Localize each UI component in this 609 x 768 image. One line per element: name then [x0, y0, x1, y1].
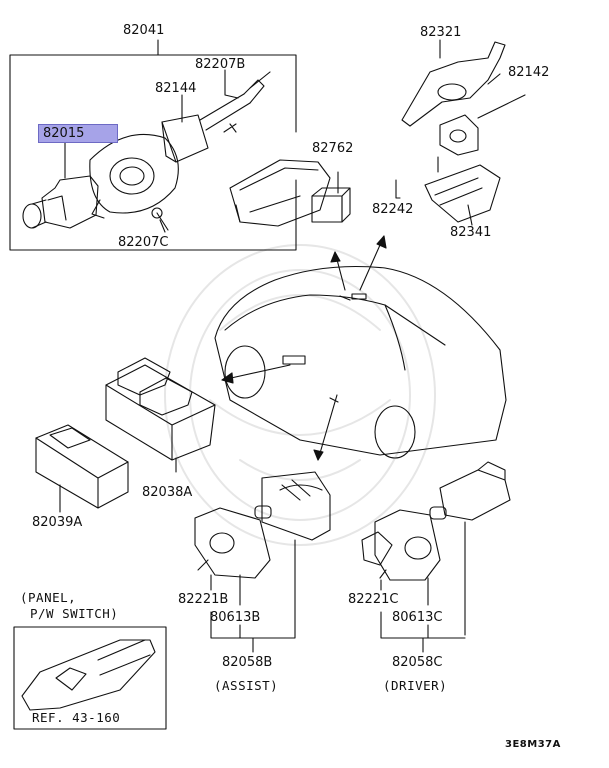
door-switch-driver-drawing	[361, 461, 511, 636]
part-label-80613b: 80613B	[210, 610, 261, 625]
combination-switch-drawing	[22, 71, 271, 231]
part-label-82242: 82242	[372, 202, 414, 217]
part-label-82207b: 82207B	[195, 57, 246, 72]
leader-lines-upper-left	[64, 69, 239, 233]
part-label-82221c: 82221C	[348, 592, 399, 607]
part-label-82041: 82041	[123, 23, 165, 38]
single-switch-drawing	[35, 424, 129, 513]
caption-assist: (ASSIST)	[214, 678, 279, 693]
group-box-82041	[9, 39, 297, 251]
window-switch-drawing	[105, 357, 216, 473]
bracket-assist	[210, 539, 296, 653]
upper-right-parts-drawing	[395, 39, 526, 226]
part-label-80613c: 80613C	[392, 610, 443, 625]
part-label-82015-highlighted: 82015	[38, 124, 118, 143]
part-label-82341: 82341	[450, 225, 492, 240]
caption-driver: (DRIVER)	[383, 678, 448, 693]
panel-box	[13, 626, 167, 730]
part-label-82058c: 82058C	[392, 655, 443, 670]
watermark-emblem	[164, 244, 436, 546]
caption-panel-line2: P/W SWITCH)	[30, 606, 119, 621]
part-label-82221b: 82221B	[178, 592, 229, 607]
part-label-82038a: 82038A	[142, 485, 193, 500]
door-switch-assist-drawing	[194, 471, 331, 606]
part-label-82058b: 82058B	[222, 655, 273, 670]
part-label-82321: 82321	[420, 25, 462, 40]
part-label-82762: 82762	[312, 141, 354, 156]
part-label-82039a: 82039A	[32, 515, 83, 530]
bracket-driver	[380, 611, 466, 653]
caption-reference: REF. 43-160	[32, 710, 121, 725]
part-label-82207c: 82207C	[118, 235, 169, 250]
diagram-code: 3E8M37A	[505, 739, 561, 750]
part-label-82142: 82142	[508, 65, 550, 80]
part-label-82144: 82144	[155, 81, 197, 96]
arrows-from-car	[221, 235, 387, 461]
center-top-parts-drawing	[229, 159, 351, 227]
car-outline-drawing	[214, 265, 507, 459]
caption-panel-line1: (PANEL,	[20, 590, 77, 605]
